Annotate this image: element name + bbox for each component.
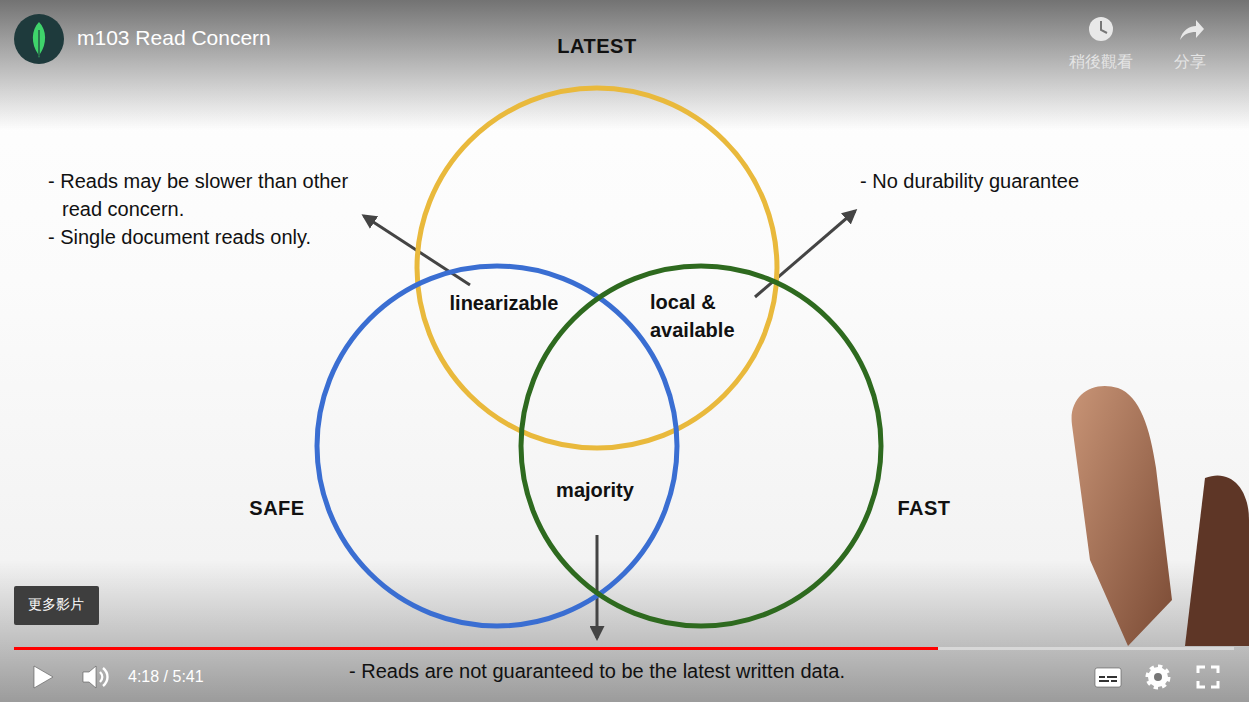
bottom-gradient xyxy=(0,560,1249,702)
channel-logo xyxy=(14,14,64,64)
circle-heading: LATEST xyxy=(557,35,636,58)
progress-played xyxy=(14,647,938,650)
venn-circle: FAST xyxy=(517,262,885,630)
progress-track xyxy=(14,647,1234,650)
play-icon xyxy=(34,666,53,688)
circle-heading: SAFE xyxy=(249,497,304,520)
note-text: - Reads are not guaranteed to be the lat… xyxy=(349,657,845,685)
video-title: m103 Read Concern xyxy=(77,26,271,50)
share-icon xyxy=(1180,20,1204,40)
settings-icon xyxy=(1148,667,1168,687)
intersection-label: majority xyxy=(556,476,634,504)
button-label: 稍後觀看 xyxy=(1069,52,1133,73)
note-text: - No durability guarantee xyxy=(860,167,1079,195)
time-display: 4:18 / 5:41 xyxy=(128,668,204,686)
button-label: 更多影片 xyxy=(28,596,84,614)
clock-icon xyxy=(1089,17,1113,41)
subtitles-icon xyxy=(1095,668,1121,687)
button-label: 分享 xyxy=(1174,52,1206,73)
circle-outline xyxy=(517,262,885,630)
circle-heading: FAST xyxy=(897,497,950,520)
presenter-finger xyxy=(1072,386,1249,646)
venn-circle: SAFE xyxy=(313,262,681,630)
top-gradient xyxy=(0,0,1249,130)
note-text: - Reads may be slower than other read co… xyxy=(48,167,382,223)
volume-icon xyxy=(83,666,108,688)
intersection-label: local & available xyxy=(650,288,762,344)
leader-arrow xyxy=(596,535,599,638)
circle-outline xyxy=(313,262,681,630)
fullscreen-icon xyxy=(1198,667,1218,687)
note-text: - Single document reads only. xyxy=(48,223,382,251)
more-videos-button xyxy=(14,586,99,625)
intersection-label: linearizable xyxy=(450,289,559,317)
